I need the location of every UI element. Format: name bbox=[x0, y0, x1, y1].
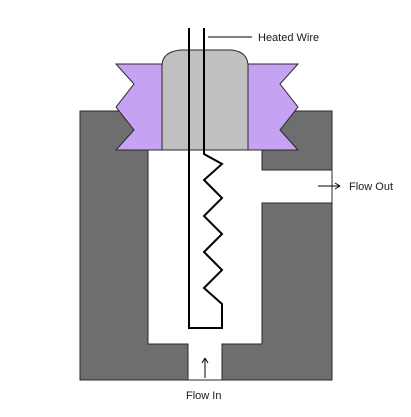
heated-wire bbox=[188, 28, 224, 329]
flow-out-arrowhead bbox=[334, 182, 341, 190]
flow-out-label: Flow Out bbox=[349, 181, 393, 193]
heated-wire-label: Heated Wire bbox=[258, 32, 319, 44]
flow-in-label: Flow In bbox=[186, 390, 221, 402]
flow-channel bbox=[147, 149, 333, 381]
gland-right bbox=[247, 63, 300, 151]
flow-in-arrowhead bbox=[201, 357, 209, 364]
